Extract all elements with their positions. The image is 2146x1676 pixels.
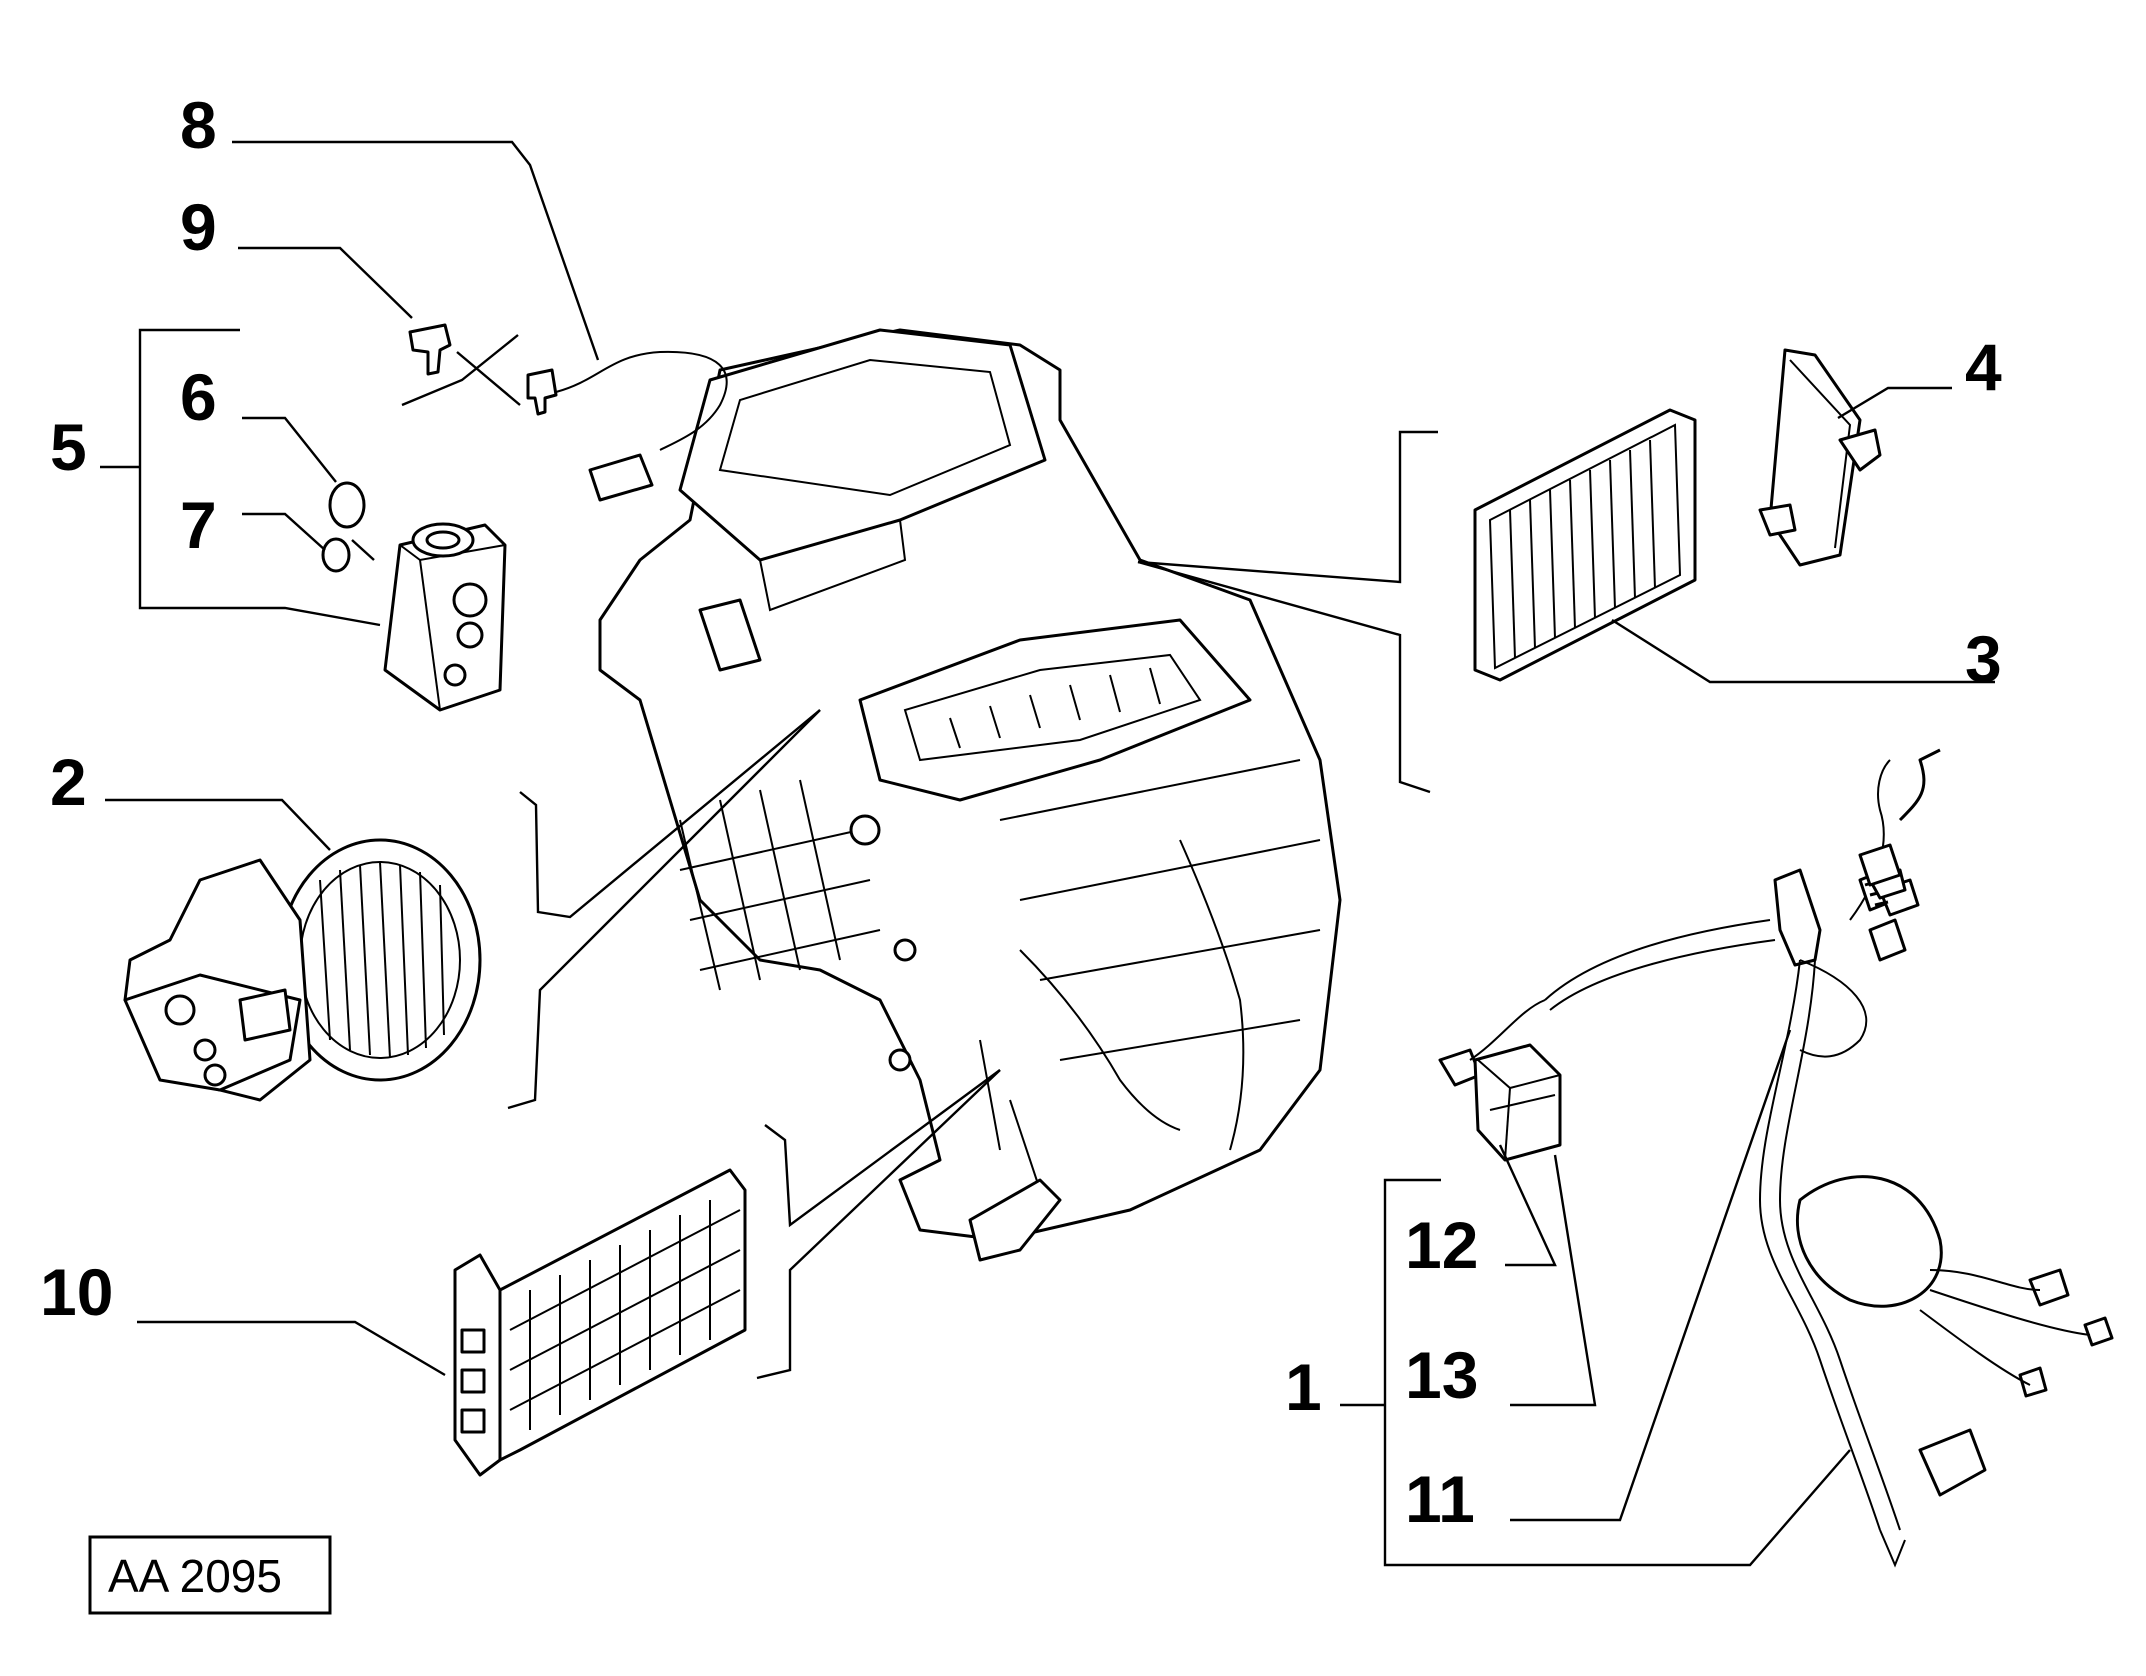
blower-fins [319, 861, 445, 1059]
callout-13: 13 [1405, 1338, 1478, 1412]
reference-code-box: AA 2095 [88, 1535, 332, 1615]
part-8-sensor-cable [526, 350, 728, 502]
callout-1: 1 [1285, 1350, 1322, 1424]
part-3-cabin-filter [1473, 408, 1697, 682]
part-6-o-ring [328, 481, 366, 529]
callout-4: 4 [1965, 330, 2002, 404]
leader-lines [100, 140, 1995, 1567]
part-9-clip [408, 323, 452, 376]
part-2-blower-motor [123, 838, 482, 1102]
expansion-valve [383, 522, 507, 712]
callout-12: 12 [1405, 1208, 1478, 1282]
part-4-filter-cover [1758, 348, 1882, 567]
part-10-heater-core [453, 1168, 747, 1477]
part-12-13-connector-block [1473, 1043, 1562, 1162]
callout-11: 11 [1405, 1462, 1475, 1536]
housing-ribs [679, 779, 881, 991]
callout-2: 2 [50, 745, 87, 819]
hvac-housing [598, 328, 1342, 1262]
outlet-vanes [949, 667, 1161, 749]
callout-9: 9 [180, 190, 217, 264]
reference-code: AA 2095 [108, 1550, 282, 1602]
heater-core-fins [509, 1200, 741, 1430]
callout-10: 10 [40, 1255, 113, 1329]
part-11-wiring-harness [1438, 748, 2114, 1568]
callout-6: 6 [180, 360, 217, 434]
part-7-o-ring [321, 537, 351, 573]
filter-pleats [1509, 439, 1656, 659]
callout-5: 5 [50, 410, 87, 484]
callout-8: 8 [180, 88, 217, 162]
callout-3: 3 [1965, 622, 2002, 696]
callout-labels: 8 9 5 6 7 2 10 4 3 1 12 13 11 [40, 88, 2002, 1536]
callout-7: 7 [180, 488, 217, 562]
